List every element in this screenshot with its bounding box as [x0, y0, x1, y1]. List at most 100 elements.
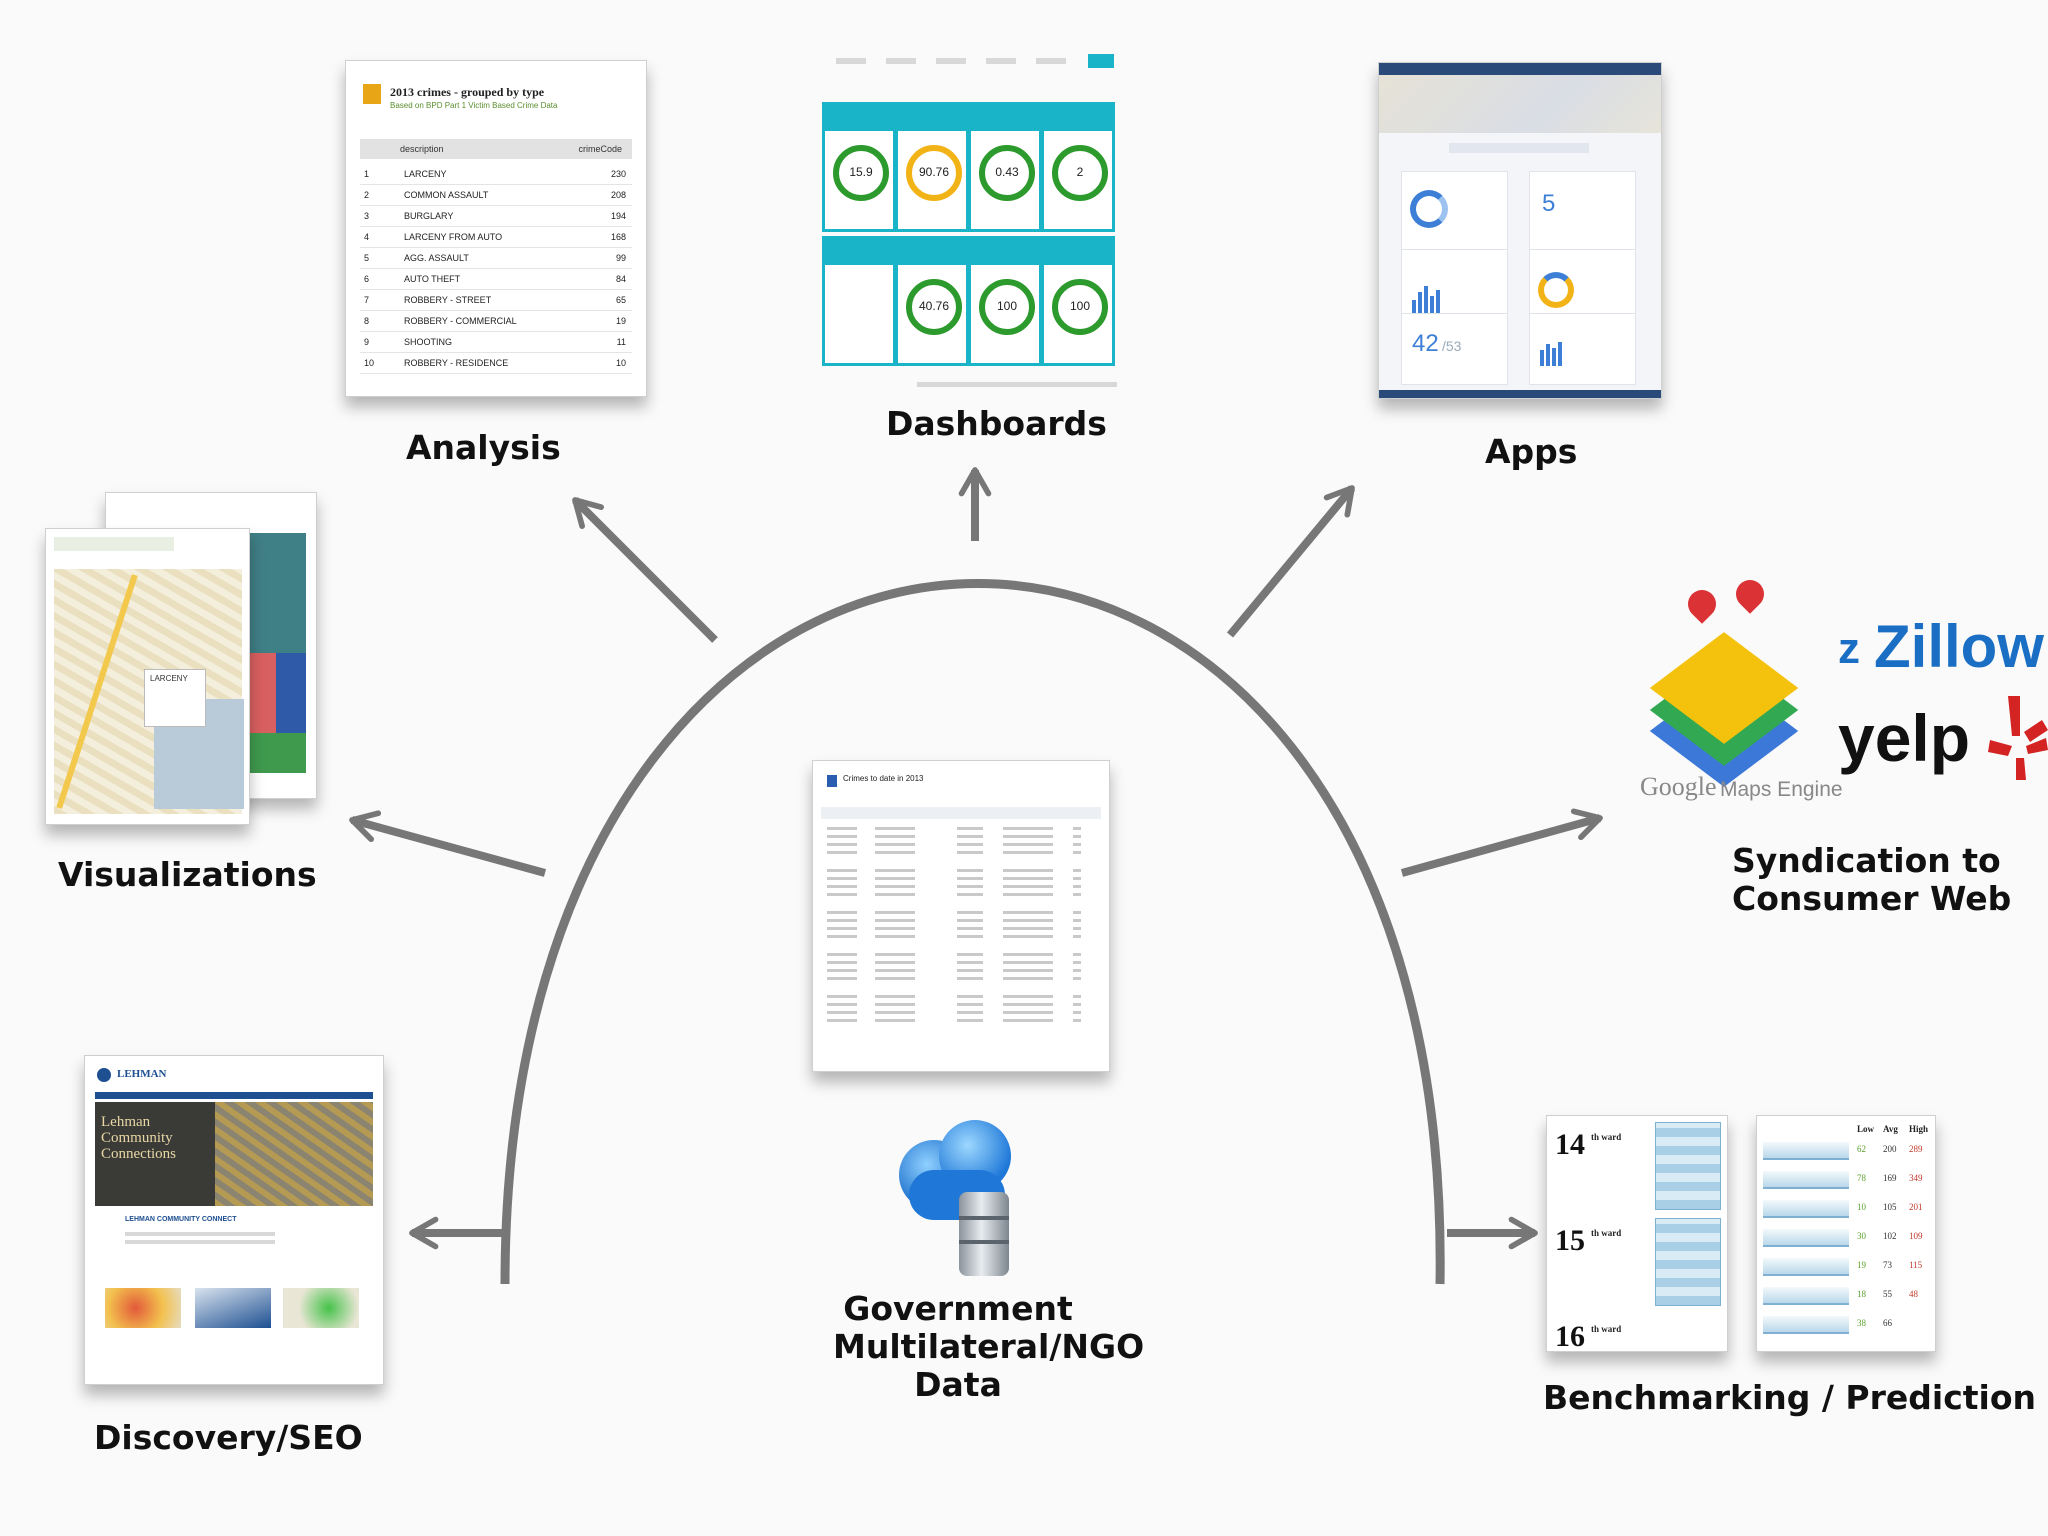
- record-line: [1073, 877, 1081, 880]
- record-line: [957, 919, 983, 922]
- benchmark-cell: 201: [1909, 1202, 1923, 1212]
- analysis-thumbnail: 2013 crimes - grouped by type Based on B…: [345, 60, 647, 397]
- record-line: [875, 827, 915, 830]
- label-discovery: Discovery/SEO: [94, 1418, 363, 1457]
- gauge-ring: 15.9: [833, 145, 889, 201]
- record-line: [875, 1011, 915, 1014]
- record-line: [1073, 885, 1081, 888]
- gauge-ring: 100: [1052, 279, 1108, 335]
- database-cloud-icon: [895, 1110, 1025, 1280]
- gauge-value: 2: [1076, 165, 1084, 179]
- record-line: [957, 911, 983, 914]
- crime-count: 230: [610, 169, 626, 179]
- crime-count: 10: [615, 358, 626, 368]
- record-line: [1003, 843, 1053, 846]
- gauge-ring: 100: [979, 279, 1035, 335]
- record-line: [827, 935, 857, 938]
- record-line: [1073, 869, 1081, 872]
- benchmark-cell: 30: [1857, 1231, 1866, 1241]
- record-line: [827, 835, 857, 838]
- sparkline: [1763, 1258, 1849, 1276]
- record-line: [875, 1019, 915, 1022]
- crime-type: AUTO THEFT: [404, 274, 461, 284]
- apps-map-strip: [1379, 75, 1661, 133]
- record-line: [1073, 969, 1081, 972]
- row-number: 1: [364, 169, 370, 179]
- benchmark-cell: 200: [1883, 1144, 1897, 1154]
- record-line: [1003, 969, 1053, 972]
- ward-number: 15: [1555, 1224, 1585, 1257]
- record-line: [1073, 911, 1081, 914]
- crime-type: COMMON ASSAULT: [404, 190, 489, 200]
- record-line: [875, 835, 915, 838]
- yelp-wordmark: yelp: [1838, 701, 1971, 775]
- apps-card-6: [1529, 313, 1636, 385]
- sparkline: [1763, 1171, 1849, 1189]
- record-line: [1073, 953, 1081, 956]
- ward-suffix: th ward: [1591, 1132, 1622, 1142]
- yelp-burst-icon: [1988, 696, 2048, 780]
- tile-header: [971, 105, 1039, 131]
- record-line: [875, 1003, 915, 1006]
- crime-type: LARCENY: [404, 169, 447, 179]
- label-syndication-line-1: Syndication to: [1732, 841, 2001, 880]
- center-doc-icon: [827, 775, 837, 787]
- map-pin-icon: [1730, 574, 1770, 614]
- dashboard-tile: [822, 236, 896, 366]
- sparkline: [1763, 1142, 1849, 1160]
- arrow-analysis: [572, 497, 718, 643]
- record-line: [827, 911, 857, 914]
- zillow-wordmark: Zillow: [1874, 613, 2044, 680]
- benchmark-column-header: Low: [1857, 1124, 1875, 1134]
- record-line: [957, 851, 983, 854]
- benchmark-cell: 289: [1909, 1144, 1923, 1154]
- google-wordmark: Google: [1640, 772, 1717, 801]
- record-line: [1073, 1011, 1081, 1014]
- analysis-table-header: description crimeCode: [360, 139, 632, 159]
- record-line: [957, 927, 983, 930]
- map-pin-icon: [1682, 584, 1722, 624]
- crime-type: ROBBERY - COMMERCIAL: [404, 316, 517, 326]
- record-line: [827, 961, 857, 964]
- record-line: [1003, 1011, 1053, 1014]
- crime-count: 194: [610, 211, 626, 221]
- center-doc-tabs: [821, 807, 1101, 819]
- label-benchmarking: Benchmarking / Prediction: [1543, 1378, 2037, 1417]
- tile-header: [825, 105, 893, 131]
- record-line: [1003, 893, 1053, 896]
- label-government-line-1: Government: [843, 1289, 1073, 1328]
- dashboard-top-bar: [826, 48, 1122, 74]
- record-line: [827, 953, 857, 956]
- center-doc-title: Crimes to date in 2013: [843, 774, 924, 783]
- benchmark-cell: 18: [1857, 1289, 1866, 1299]
- record-line: [1073, 919, 1081, 922]
- record-line: [875, 969, 915, 972]
- tile-header: [898, 105, 966, 131]
- map-popup-title: LARCENY: [150, 674, 188, 683]
- arrow-visualizations: [349, 810, 547, 877]
- crime-type: SHOOTING: [404, 337, 453, 347]
- zillow-z-icon: z: [1838, 624, 1860, 673]
- benchmark-column-header: Avg: [1883, 1124, 1898, 1134]
- crime-count: 19: [615, 316, 626, 326]
- record-line: [957, 877, 983, 880]
- row-number: 5: [364, 253, 370, 263]
- record-line: [1003, 877, 1053, 880]
- record-line: [957, 969, 983, 972]
- gauge-ring: 40.76: [906, 279, 962, 335]
- record-line: [1003, 827, 1053, 830]
- center-data-document: Crimes to date in 2013: [812, 760, 1110, 1072]
- discovery-subheading: LEHMAN COMMUNITY CONNECT: [125, 1216, 237, 1223]
- record-line: [957, 893, 983, 896]
- benchmark-cell: 10: [1857, 1202, 1866, 1212]
- record-line: [875, 885, 915, 888]
- label-apps: Apps: [1485, 432, 1578, 471]
- google-maps-engine-logo: Google Maps Engine: [1640, 574, 1860, 810]
- center-doc-records: [827, 827, 1095, 1042]
- record-line: [1073, 977, 1081, 980]
